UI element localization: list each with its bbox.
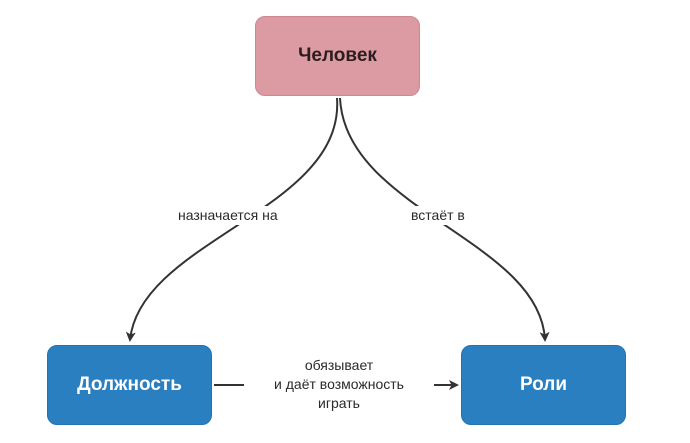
edge-label-assigned-to: назначается на — [175, 206, 281, 225]
node-roles: Роли — [461, 345, 626, 425]
node-position-label: Должность — [77, 374, 182, 395]
node-position: Должность — [47, 345, 212, 425]
edge-label-obliges-line2: и даёт возможность — [274, 376, 404, 392]
node-roles-label: Роли — [519, 374, 568, 395]
node-person: Человек — [255, 16, 420, 96]
edge-label-becomes: встаёт в — [408, 206, 468, 225]
node-person-label: Человек — [298, 45, 377, 66]
edge-label-obliges: обязывает и даёт возможность играть — [244, 356, 434, 413]
edge-label-obliges-line3: играть — [318, 395, 360, 411]
edge-label-obliges-line1: обязывает — [304, 357, 374, 373]
